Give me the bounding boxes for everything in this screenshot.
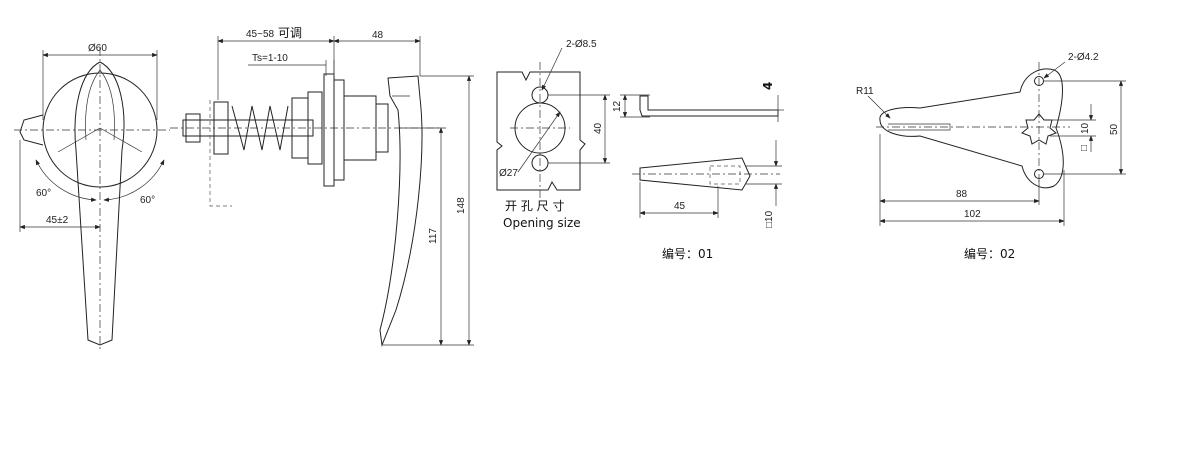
angle-left-label: 60° (36, 188, 51, 199)
part-01: 12 4 45 □10 编号：01 (612, 82, 784, 261)
dim-88: 88 (956, 189, 968, 200)
dim-10b: 10 (1080, 122, 1091, 134)
angle-arc-right (103, 159, 165, 202)
lever-outline (879, 68, 1064, 189)
dim-102: 102 (964, 209, 981, 220)
dim-50: 50 (1109, 123, 1120, 135)
dim-dia60: Ø60 (88, 43, 107, 54)
handle-outline (74, 61, 125, 346)
dim-sq10: □10 (764, 210, 775, 228)
opening-en-label: Opening size (503, 216, 581, 230)
side-view: 45~58 可调 48 Ts=1-10 148 117 (170, 26, 474, 347)
dim-117: 117 (428, 228, 439, 244)
spring (231, 105, 289, 151)
dim-45-58: 45~58 (246, 29, 275, 40)
radius-label: R11 (856, 86, 874, 97)
dim-48: 48 (372, 30, 384, 41)
holes-42-label: 2-Ø4.2 (1068, 52, 1099, 63)
front-view: Ø60 60° 60° 45±2 (14, 43, 170, 350)
opening-cutout: 40 2-Ø8.5 Ø27 开 孔 尺 寸 Opening size (496, 39, 610, 230)
part-01-label: 编号：01 (662, 246, 713, 261)
angle-right-label: 60° (140, 195, 155, 206)
main-dia-label: Ø27 (499, 168, 518, 179)
dim-4: 4 (761, 82, 775, 90)
dim-40: 40 (593, 122, 604, 134)
adjustable-label: 可调 (278, 26, 302, 40)
opening-cn-label: 开 孔 尺 寸 (505, 199, 564, 213)
square-hub (1021, 113, 1057, 145)
handle-side (379, 75, 423, 347)
panel-outline (496, 71, 586, 191)
dim-45-2: 45±2 (46, 215, 69, 226)
holes-label: 2-Ø8.5 (566, 39, 597, 50)
nut (185, 113, 201, 143)
cam-hidden (209, 100, 232, 207)
cam-plan (639, 157, 751, 191)
dim-45b: 45 (674, 201, 686, 212)
dim-12: 12 (612, 100, 623, 112)
square-symbol: □ (1081, 143, 1087, 154)
part-02-label: 编号：02 (964, 246, 1015, 261)
cam-bar (639, 95, 779, 117)
angle-arc-left (35, 159, 97, 202)
dim-148: 148 (456, 197, 467, 214)
lock-stub (19, 114, 44, 146)
part-02: 2-Ø4.2 R11 50 10 □ 88 102 编号：02 (856, 52, 1126, 261)
dim-ts: Ts=1-10 (252, 53, 288, 64)
